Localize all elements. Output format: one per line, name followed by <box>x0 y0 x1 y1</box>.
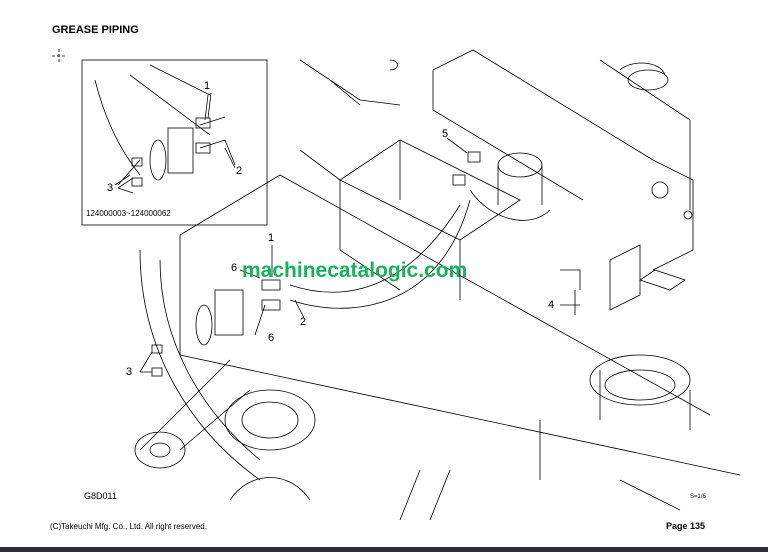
scale-label: S=1/6 <box>690 494 706 500</box>
page-title: GREASE PIPING <box>52 24 139 36</box>
bottom-bar <box>0 547 768 552</box>
inset-callout-3: 3 <box>107 182 114 194</box>
copyright: (C)Takeuchi Mfg. Co., Ltd. All right res… <box>50 522 207 531</box>
callout-3: 3 <box>126 366 133 378</box>
callout-5: 5 <box>442 128 449 140</box>
callout-6-upper: 6 <box>231 262 238 274</box>
watermark: machinecatalogic.com <box>242 259 468 282</box>
callout-4: 4 <box>548 299 555 311</box>
callout-2: 2 <box>300 316 307 328</box>
inset-callout-1: 1 <box>204 80 211 92</box>
callout-1: 1 <box>268 232 275 244</box>
serial-range-caption: 124000003~124000062 <box>86 209 171 218</box>
drawing-code: G8D011 <box>84 491 117 501</box>
page-number: Page 135 <box>666 521 706 531</box>
callout-6-lower: 6 <box>268 332 275 344</box>
inset-callout-2: 2 <box>236 165 243 177</box>
